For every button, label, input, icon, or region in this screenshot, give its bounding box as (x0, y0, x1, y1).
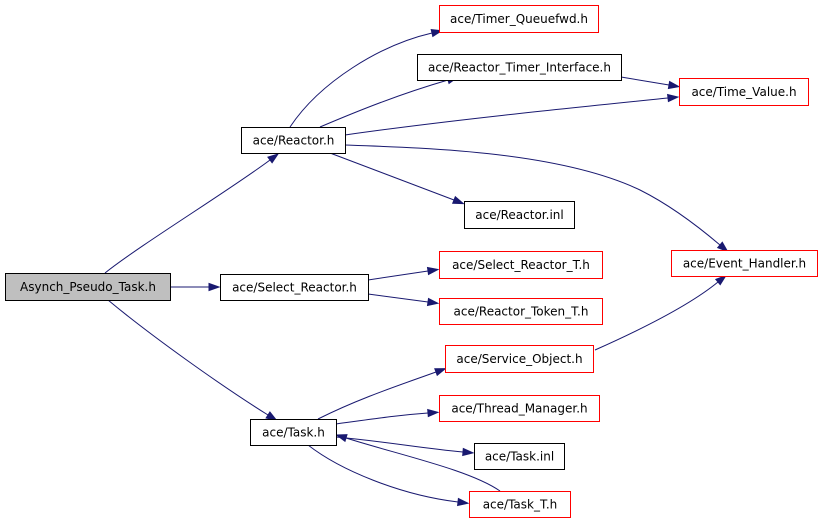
edge-task_t-to-task (335, 434, 501, 492)
edge-asynch-to-task (107, 299, 278, 422)
edge-line (335, 436, 464, 453)
edge-task-to-task_inl (335, 436, 475, 457)
edge-line (319, 79, 449, 128)
node-box (439, 395, 600, 422)
edge-select_reactor-to-reactor_token_t (367, 293, 440, 307)
node-label: ace/Reactor_Token_T.h (454, 305, 589, 319)
edge-reactor_timer_interface-to-time_value (620, 76, 681, 90)
node-label: ace/Time_Value.h (691, 85, 796, 99)
node-label: ace/Task_T.h (483, 498, 558, 512)
node-reactor-token-t[interactable]: ace/Reactor_Token_T.h (439, 298, 603, 325)
node-thread-manager[interactable]: ace/Thread_Manager.h (439, 395, 600, 422)
node-time-value[interactable]: ace/Time_Value.h (679, 78, 809, 106)
node-label: ace/Select_Reactor_T.h (452, 258, 590, 272)
node-box (469, 491, 571, 518)
edges-layer (104, 29, 729, 507)
edge-line (367, 270, 429, 281)
edge-line (307, 444, 459, 503)
node-label: Asynch_Pseudo_Task.h (20, 280, 156, 294)
node-label: ace/Reactor.h (253, 134, 335, 148)
edge-arrowhead (208, 282, 221, 292)
edge-reactor-to-event_handler (344, 144, 729, 253)
edge-reactor-to-reactor_timer_interface (319, 76, 460, 128)
node-select-reactor-t[interactable]: ace/Select_Reactor_T.h (439, 251, 603, 279)
edge-arrowhead (714, 274, 727, 286)
edge-arrowhead (335, 434, 348, 443)
edge-line (344, 144, 721, 246)
node-task-inl[interactable]: ace/Task.inl (474, 443, 565, 470)
node-box (220, 274, 369, 301)
node-box (464, 201, 575, 229)
edge-asynch-to-reactor (104, 153, 280, 274)
node-box (417, 54, 622, 81)
node-label: ace/Select_Reactor.h (232, 281, 357, 295)
edge-arrowhead (426, 266, 440, 276)
edge-line (335, 412, 429, 425)
node-task[interactable]: ace/Task.h (250, 419, 337, 446)
edge-task-to-task_t (307, 444, 470, 507)
node-reactor-timer-interface[interactable]: ace/Reactor_Timer_Interface.h (417, 54, 622, 81)
node-box (445, 345, 594, 373)
edge-arrowhead (426, 297, 440, 307)
edge-reactor-to-time_value (344, 93, 680, 136)
edge-arrowhead (434, 368, 447, 377)
node-label: ace/Service_Object.h (456, 352, 582, 366)
node-label: ace/Thread_Manager.h (451, 402, 587, 416)
edge-arrowhead (716, 241, 729, 253)
node-timer-queuefwd[interactable]: ace/Timer_Queuefwd.h (439, 5, 599, 33)
node-box (474, 443, 565, 470)
edge-task-to-service_object (317, 368, 447, 420)
nodes-layer: Asynch_Pseudo_Task.h ace/Reactor.h ace/Sel… (5, 5, 818, 518)
node-box (5, 273, 171, 301)
edge-line (367, 293, 429, 303)
edge-task-to-thread_manager (335, 408, 440, 425)
edge-line (594, 281, 719, 351)
node-box (250, 419, 337, 446)
node-label: ace/Timer_Queuefwd.h (450, 12, 588, 26)
edge-select_reactor-to-select_reactor_t (367, 266, 440, 281)
edge-arrowhead (457, 497, 470, 507)
node-task-t[interactable]: ace/Task_T.h (469, 491, 571, 518)
node-label: ace/Reactor_Timer_Interface.h (428, 61, 611, 75)
edge-line (329, 152, 455, 201)
node-service-object[interactable]: ace/Service_Object.h (445, 345, 594, 373)
node-label: ace/Task.inl (485, 450, 554, 464)
node-box (439, 5, 599, 33)
node-asynch[interactable]: Asynch_Pseudo_Task.h (5, 273, 171, 301)
edge-reactor-to-reactor_inl (329, 152, 465, 205)
node-box (241, 127, 346, 154)
node-box (679, 78, 809, 106)
node-label: ace/Reactor.inl (475, 208, 563, 222)
node-select-reactor[interactable]: ace/Select_Reactor.h (220, 274, 369, 301)
node-reactor[interactable]: ace/Reactor.h (241, 127, 346, 154)
edge-asynch-to-select_reactor (170, 282, 221, 292)
node-box (671, 250, 818, 277)
node-event-handler[interactable]: ace/Event_Handler.h (671, 250, 818, 277)
edge-arrowhead (451, 195, 465, 205)
edge-arrowhead (667, 80, 681, 90)
node-label: ace/Task.h (262, 426, 325, 440)
edge-arrowhead (667, 93, 680, 103)
edge-line (620, 76, 670, 86)
edge-line (317, 371, 437, 420)
edge-line (107, 299, 269, 416)
node-label: ace/Event_Handler.h (683, 257, 806, 271)
edge-arrowhead (267, 153, 280, 164)
edge-service_object-to-event_handler (594, 274, 727, 351)
edge-line (104, 159, 271, 274)
node-box (439, 251, 603, 279)
node-box (439, 298, 603, 325)
node-reactor-inl[interactable]: ace/Reactor.inl (464, 201, 575, 229)
edge-line (345, 437, 501, 492)
edge-line (289, 32, 433, 128)
edge-arrowhead (427, 408, 440, 418)
edge-arrowhead (462, 447, 475, 457)
edge-line (344, 97, 669, 136)
